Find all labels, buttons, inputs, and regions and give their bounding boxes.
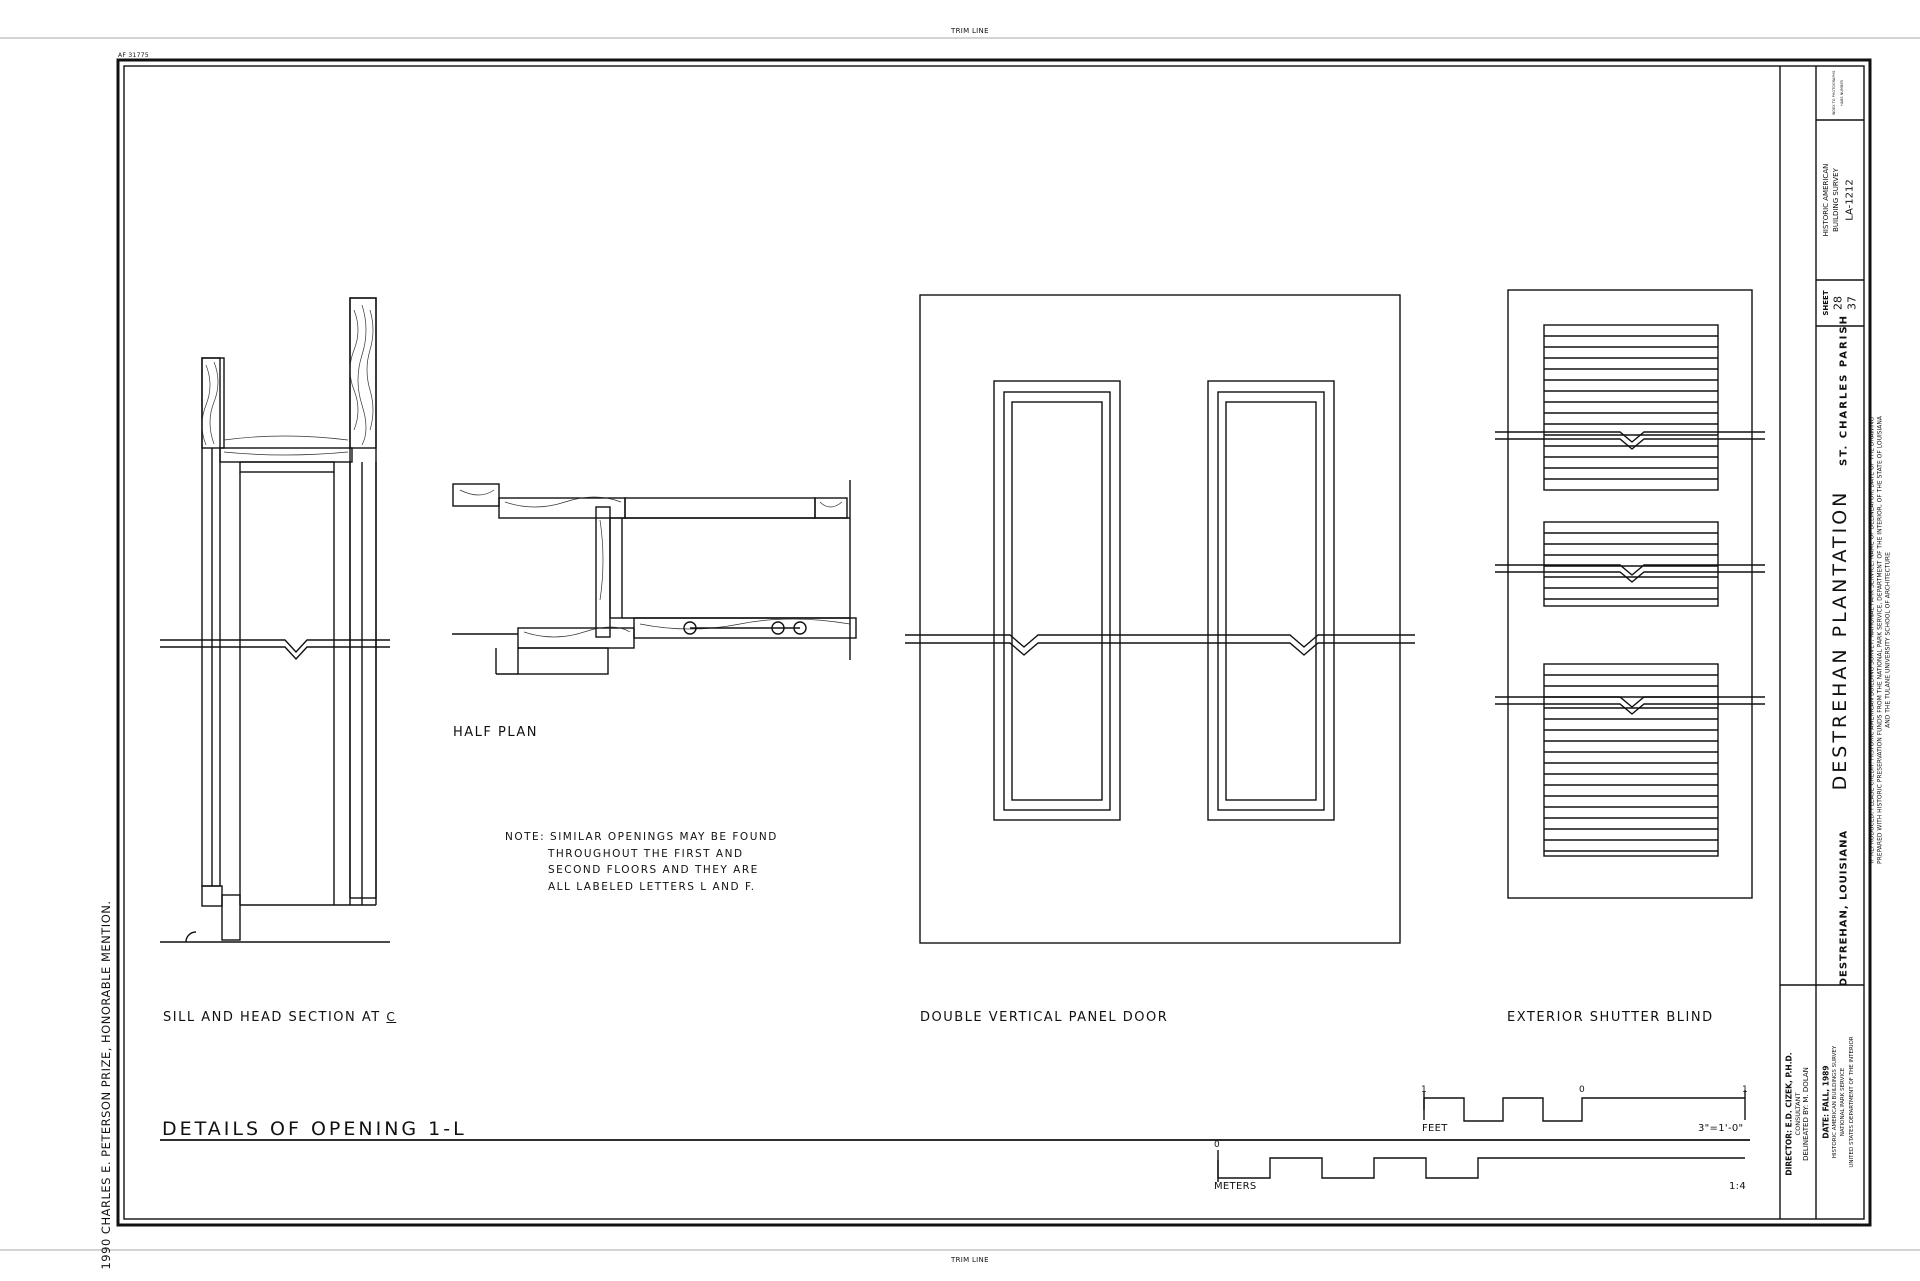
half-plan-label: HALF PLAN: [453, 725, 539, 740]
feet-tick-right: 1: [1742, 1085, 1749, 1095]
credit-agency-3: UNITED STATES DEPARTMENT OF THE INTERIOR: [1849, 1036, 1855, 1168]
credit-line-2: PREPARED WITH HISTORIC PRESERVATION FUND…: [1876, 415, 1884, 865]
project-title: DESTREHAN PLANTATION: [1829, 489, 1851, 791]
shutter-blind-elevation: [1495, 289, 1765, 899]
note-line: NOTE: SIMILAR OPENINGS MAY BE FOUND: [505, 831, 778, 843]
centerline-symbol: C: [386, 1010, 397, 1024]
sheet-border-inner: [123, 65, 1865, 1220]
drawing-title: DETAILS OF OPENING 1-L: [162, 1118, 467, 1140]
credit-director: DIRECTOR: E.D. CIZEK, P.H.D.: [1784, 1052, 1794, 1176]
trim-line-bottom-label: TRIM LINE: [951, 1256, 989, 1264]
credit-agency-1: HISTORIC AMERICAN BUILDINGS SURVEY: [1832, 1045, 1838, 1159]
top-box-line-1: INDEX TO PHOTOGRAPHS: [1832, 70, 1836, 116]
feet-ratio: 3"=1'-0": [1698, 1123, 1744, 1134]
corner-code: AF 31775: [118, 52, 149, 59]
sheet-border-outer: [116, 58, 1872, 1227]
top-box-line-2: HABS NUMBER: [1840, 80, 1844, 106]
feet-label: FEET: [1422, 1123, 1448, 1134]
credit-date: DATE: FALL, 1989: [1821, 1065, 1831, 1139]
survey-number: LA-1212: [1844, 179, 1856, 221]
trim-line-top-label: TRIM LINE: [951, 27, 989, 35]
shutter-label: EXTERIOR SHUTTER BLIND: [1507, 1010, 1714, 1025]
survey-line-2: BUILDING SURVEY: [1832, 168, 1840, 232]
meters-tick-zero: 0: [1214, 1140, 1221, 1150]
credit-line-3: AND THE TULANE UNIVERSITY SCHOOL OF ARCH…: [1884, 552, 1892, 728]
panel-door-elevation: [905, 294, 1415, 944]
sill-head-section: [160, 297, 390, 943]
survey-line-1: HISTORIC AMERICAN: [1822, 163, 1830, 237]
feet-tick-left: 1: [1421, 1085, 1428, 1095]
meters-scale-bar: [1217, 1150, 1745, 1182]
note-line: ALL LABELED LETTERS L AND F.: [548, 881, 756, 893]
sheet-total: 37: [1845, 296, 1859, 310]
note-line: SECOND FLOORS AND THEY ARE: [548, 864, 759, 876]
sill-head-label: SILL AND HEAD SECTION AT C: [163, 1010, 396, 1025]
parish-label: ST. CHARLES PARISH: [1838, 314, 1850, 466]
feet-tick-zero: 0: [1579, 1085, 1586, 1095]
door-label: DOUBLE VERTICAL PANEL DOOR: [920, 1010, 1169, 1025]
title-block: [1779, 66, 1864, 1219]
meters-ratio: 1:4: [1729, 1181, 1746, 1192]
sheet-number: 28: [1831, 296, 1845, 310]
location-label: DESTREHAN, LOUISIANA: [1838, 829, 1850, 987]
note-line: THROUGHOUT THE FIRST AND: [548, 848, 744, 860]
feet-scale-bar: [1423, 1090, 1746, 1122]
half-plan: [452, 480, 857, 675]
credit-line-1: IF REPRODUCED, PLEASE CREDIT: HISTORIC A…: [1868, 416, 1876, 864]
credit-delineator: DELINEATED BY: M. DOLAN: [1802, 1067, 1810, 1161]
credit-agency-2: NATIONAL PARK SERVICE: [1840, 1067, 1846, 1137]
sheet-label: SHEET: [1822, 290, 1830, 316]
credit-consultant: CONSULTANT: [1794, 1092, 1802, 1136]
meters-label: METERS: [1214, 1181, 1257, 1192]
sill-head-label-text: SILL AND HEAD SECTION AT: [163, 1010, 381, 1025]
prize-note: 1990 CHARLES E. PETERSON PRIZE, HONORABL…: [99, 900, 113, 1270]
